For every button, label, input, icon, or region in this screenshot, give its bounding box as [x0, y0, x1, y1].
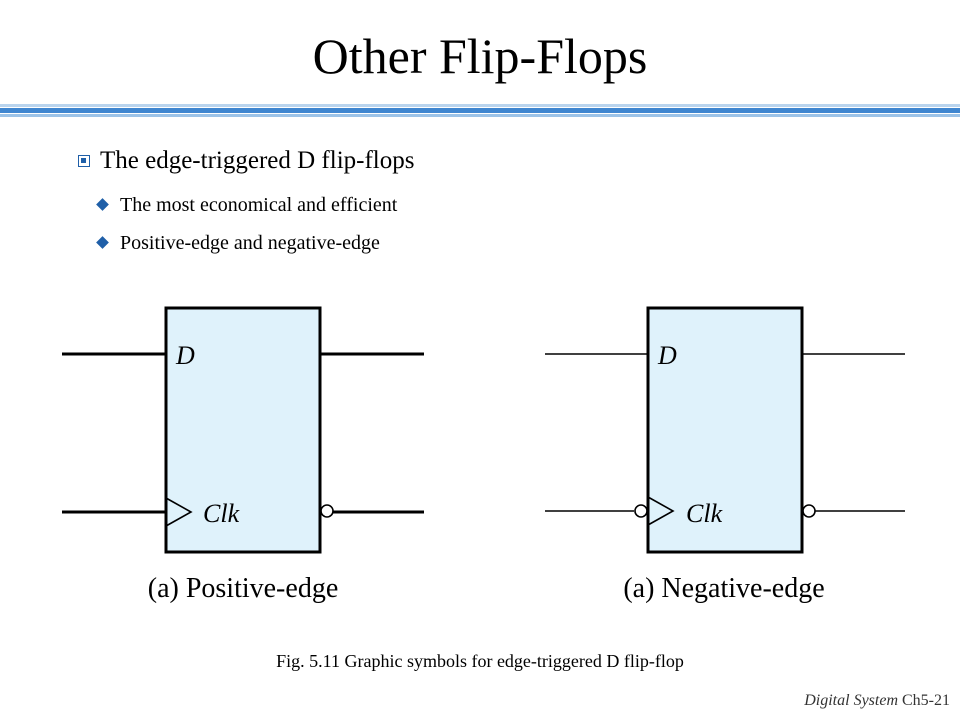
positive-clock-triangle-icon: [165, 497, 193, 527]
bullet-sub-1-text: The most economical and efficient: [120, 194, 398, 216]
bullet-sub-2-text: Positive-edge and negative-edge: [120, 232, 380, 254]
bullet-main-text: The edge-triggered D flip-flops: [100, 147, 415, 174]
title-rule-main: [0, 108, 960, 113]
title-rule-light: [0, 104, 960, 107]
positive-flip-flop-body: [164, 306, 322, 554]
square-bullet-icon: [78, 155, 90, 167]
negative-clk-bubble-icon: [634, 504, 648, 518]
positive-q-bar-bubble-icon: [320, 504, 334, 518]
bullet-sub-2: Positive-edge and negative-edge: [96, 229, 380, 257]
negative-edge-flip-flop: D Clk: [545, 306, 905, 554]
footer-page-number: Ch5-21: [902, 692, 950, 709]
negative-q-bar-bubble-icon: [802, 504, 816, 518]
positive-clk-label: Clk: [203, 499, 240, 528]
slide-footer: Digital System Ch5-21: [804, 690, 950, 712]
bullet-sub-1: The most economical and efficient: [96, 191, 398, 219]
positive-edge-flip-flop: D Clk: [62, 306, 424, 554]
figure-caption: Fig. 5.11 Graphic symbols for edge-trigg…: [276, 651, 684, 671]
slide-title: Other Flip-Flops: [312, 28, 648, 84]
title-rule-lower: [0, 114, 960, 117]
negative-edge-caption: (a) Negative-edge: [623, 573, 825, 604]
bullet-main: The edge-triggered D flip-flops: [78, 144, 415, 178]
negative-d-label: D: [657, 341, 677, 370]
footer-course-name: Digital System: [804, 692, 898, 709]
negative-clock-triangle-icon: [647, 496, 675, 526]
positive-d-label: D: [175, 341, 195, 370]
negative-clk-label: Clk: [686, 499, 723, 528]
positive-edge-caption: (a) Positive-edge: [147, 573, 339, 604]
